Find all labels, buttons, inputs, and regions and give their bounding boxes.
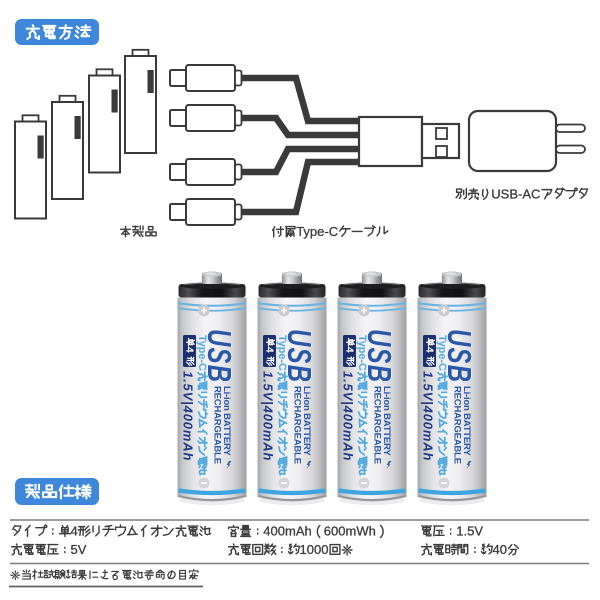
svg-text:Type-C: Type-C	[356, 335, 368, 371]
svg-text:Type-C: Type-C	[276, 335, 288, 371]
svg-text:USB: USB	[440, 329, 477, 383]
svg-text:5V: 5V	[71, 542, 87, 557]
svg-text:1.5V|400mAh: 1.5V|400mAh	[261, 371, 276, 461]
svg-text:1.5V|400mAh: 1.5V|400mAh	[341, 371, 356, 461]
svg-text:Type-C: Type-C	[436, 335, 448, 371]
svg-text:4: 4	[423, 347, 434, 353]
svg-text:40: 40	[493, 542, 507, 557]
svg-text:USB: USB	[280, 329, 317, 383]
svg-text:RECHARGEABLE: RECHARGEABLE	[452, 386, 463, 464]
svg-text:Type-C: Type-C	[296, 224, 338, 239]
svg-text:4: 4	[183, 347, 194, 353]
svg-text:1.5V|400mAh: 1.5V|400mAh	[181, 371, 196, 461]
svg-text:1000: 1000	[300, 542, 329, 557]
svg-text:Li-ion BATTERY: Li-ion BATTERY	[221, 386, 232, 456]
svg-text:RECHARGEABLE: RECHARGEABLE	[212, 386, 223, 464]
svg-text:USB: USB	[360, 329, 397, 383]
svg-text:Li-ion BATTERY: Li-ion BATTERY	[461, 386, 472, 456]
svg-text:4: 4	[343, 347, 354, 353]
svg-text:400mAh: 400mAh	[263, 523, 311, 538]
svg-text:RECHARGEABLE: RECHARGEABLE	[292, 386, 303, 464]
svg-text:Type-C: Type-C	[196, 335, 208, 371]
svg-text:4: 4	[71, 523, 78, 538]
svg-text:Li-ion BATTERY: Li-ion BATTERY	[381, 386, 392, 456]
svg-text:USB: USB	[200, 329, 237, 383]
svg-text:600mWh: 600mWh	[324, 523, 376, 538]
svg-text:USB-AC: USB-AC	[491, 186, 540, 201]
svg-text:1.5V|400mAh: 1.5V|400mAh	[421, 371, 436, 461]
svg-text:1.5V: 1.5V	[456, 523, 483, 538]
svg-text:RECHARGEABLE: RECHARGEABLE	[372, 386, 383, 464]
svg-text:Li-ion BATTERY: Li-ion BATTERY	[301, 386, 312, 456]
svg-text:4: 4	[263, 347, 274, 353]
